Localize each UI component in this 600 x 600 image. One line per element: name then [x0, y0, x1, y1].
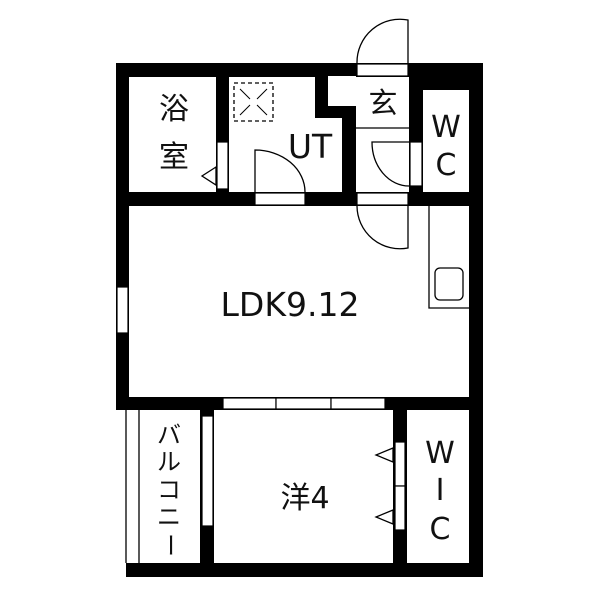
- wic-door-marker: [374, 509, 394, 525]
- wc-door-frame[interactable]: [409, 141, 423, 187]
- wic-label: C: [430, 512, 451, 547]
- wic-door-panel[interactable]: [394, 485, 406, 531]
- pillar-cutout: [328, 76, 356, 106]
- entrance-door-swing: [356, 18, 409, 64]
- entrance-door-frame[interactable]: [356, 63, 409, 77]
- ut-label: UT: [288, 127, 333, 166]
- balcony-label: バ: [157, 421, 181, 449]
- balcony-label: コ: [157, 476, 181, 504]
- wic-label: W: [425, 436, 455, 471]
- room-labels: 浴 室 UT 玄 W C LDK9.12 洋4 W I C バ ル コ ニ ー: [156, 86, 461, 557]
- ldk-door-frame[interactable]: [356, 192, 409, 206]
- room-door-panel[interactable]: [222, 397, 277, 410]
- wc-label: C: [436, 148, 457, 183]
- washer-pan-cross: [239, 88, 268, 116]
- balcony-label: ー: [156, 533, 184, 557]
- wic-label: I: [436, 473, 445, 508]
- ldk-label: LDK9.12: [221, 285, 360, 324]
- western-room-label: 洋4: [280, 481, 329, 516]
- wic-door-marker: [374, 447, 394, 463]
- ut-door-swing: [254, 149, 306, 193]
- fixtures: [125, 18, 469, 563]
- room-door-panel[interactable]: [330, 397, 386, 410]
- wic-door-panel[interactable]: [394, 441, 406, 487]
- balcony-window: [201, 415, 214, 527]
- right-wall: [469, 63, 483, 577]
- kitchen-sink: [434, 267, 464, 301]
- balcony-label: ニ: [157, 503, 181, 531]
- balcony-label: ル: [157, 448, 181, 476]
- ut-door-frame[interactable]: [254, 192, 306, 206]
- openings: [116, 63, 423, 531]
- bottom-wall: [126, 563, 483, 577]
- bath-label: 浴: [159, 92, 189, 127]
- ldk-window: [116, 286, 129, 334]
- room-door-panel[interactable]: [275, 397, 332, 410]
- bath-label: 室: [159, 140, 189, 175]
- kitchen-counter: [428, 206, 469, 309]
- bath-door[interactable]: [216, 141, 229, 190]
- washer-pan: [233, 82, 274, 122]
- wc-label: W: [431, 110, 461, 145]
- entrance-label: 玄: [368, 86, 397, 120]
- bath-door-marker: [200, 165, 217, 187]
- left-wall: [116, 63, 129, 410]
- wc-door-swing: [371, 141, 410, 187]
- ldk-door-swing: [356, 205, 409, 250]
